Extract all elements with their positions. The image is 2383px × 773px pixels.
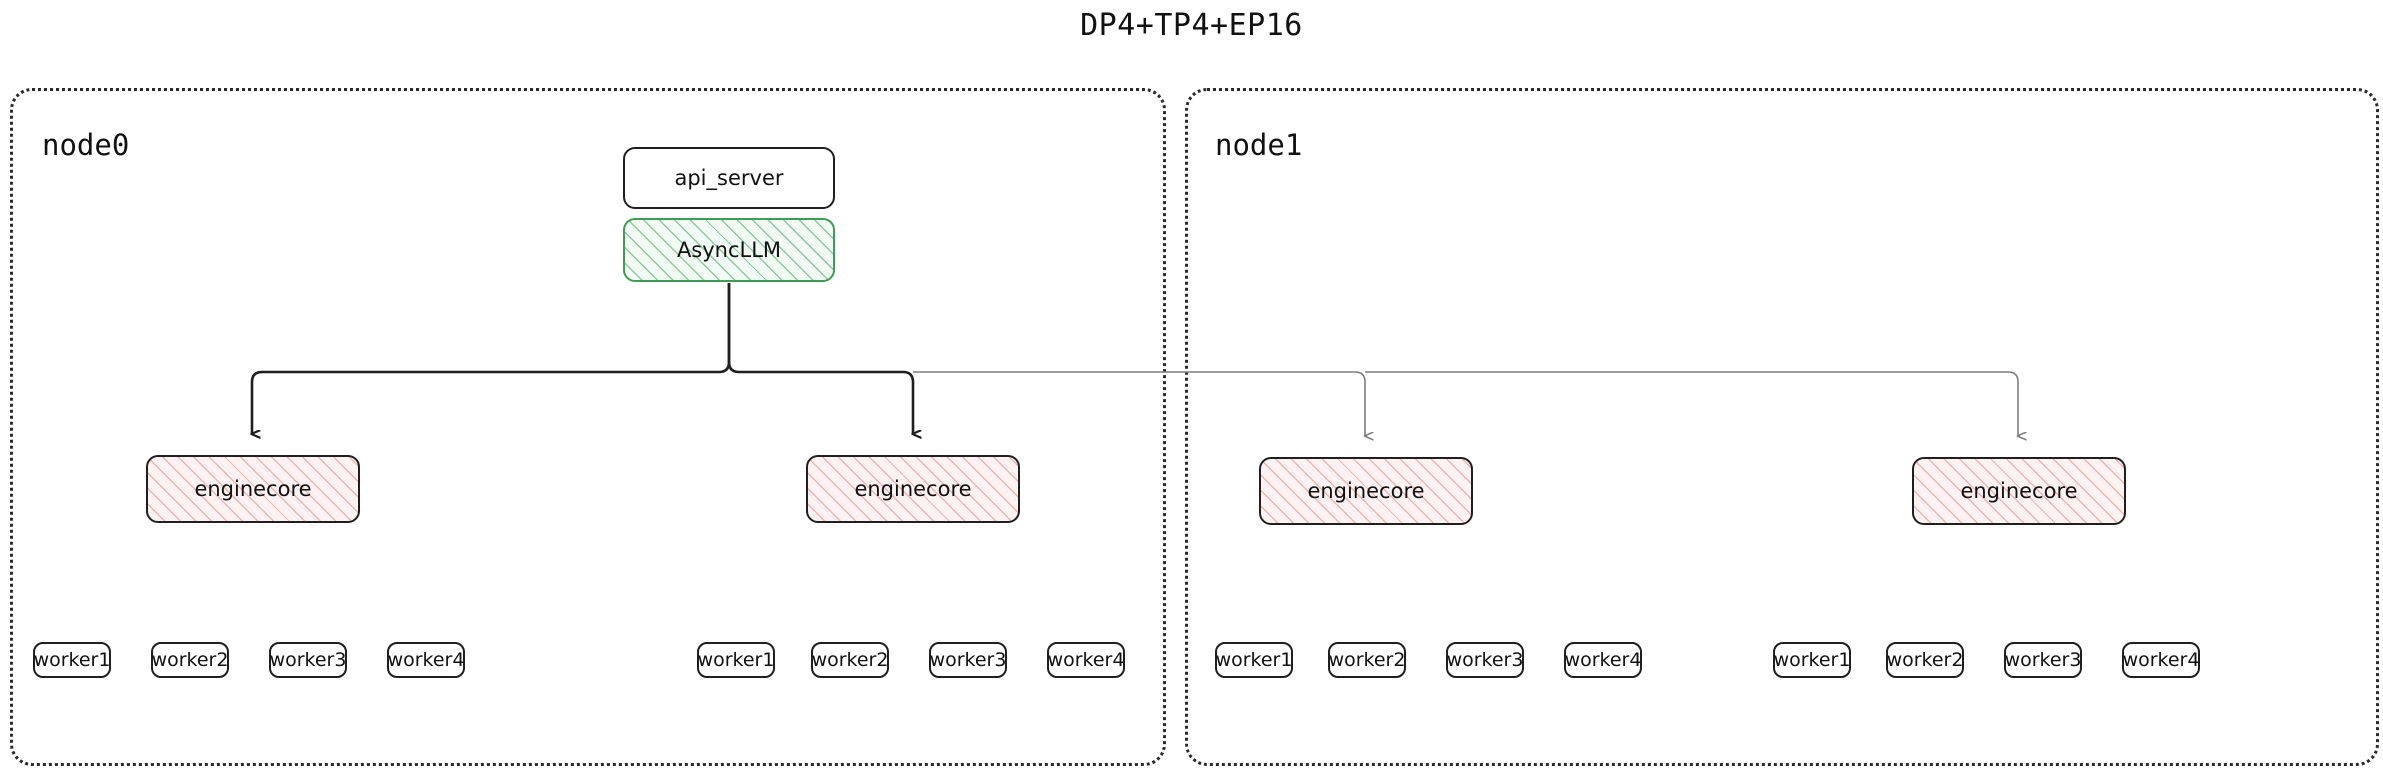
worker-chip[interactable]: worker3	[269, 642, 347, 678]
worker-chip[interactable]: worker1	[33, 642, 111, 678]
worker-chip[interactable]: worker3	[2004, 642, 2082, 678]
node-label-node1: node1	[1215, 128, 1303, 162]
worker-chip[interactable]: worker1	[1773, 642, 1851, 678]
worker-chip[interactable]: worker4	[2122, 642, 2200, 678]
worker-chip[interactable]: worker4	[387, 642, 465, 678]
enginecore-box[interactable]: enginecore	[1912, 457, 2126, 525]
node-label-node0: node0	[42, 128, 130, 162]
worker-chip[interactable]: worker4	[1047, 642, 1125, 678]
worker-chip[interactable]: worker1	[697, 642, 775, 678]
worker-chip[interactable]: worker4	[1564, 642, 1642, 678]
worker-chip[interactable]: worker2	[1328, 642, 1406, 678]
worker-chip[interactable]: worker2	[151, 642, 229, 678]
diagram-title: DP4+TP4+EP16	[1080, 8, 1303, 43]
worker-chip[interactable]: worker2	[1886, 642, 1964, 678]
enginecore-box[interactable]: enginecore	[806, 455, 1020, 523]
enginecore-box[interactable]: enginecore	[146, 455, 360, 523]
worker-chip[interactable]: worker3	[929, 642, 1007, 678]
worker-chip[interactable]: worker3	[1446, 642, 1524, 678]
async-llm-box[interactable]: AsyncLLM	[623, 218, 835, 282]
worker-chip[interactable]: worker2	[811, 642, 889, 678]
worker-chip[interactable]: worker1	[1215, 642, 1293, 678]
enginecore-box[interactable]: enginecore	[1259, 457, 1473, 525]
api-server-box[interactable]: api_server	[623, 147, 835, 209]
